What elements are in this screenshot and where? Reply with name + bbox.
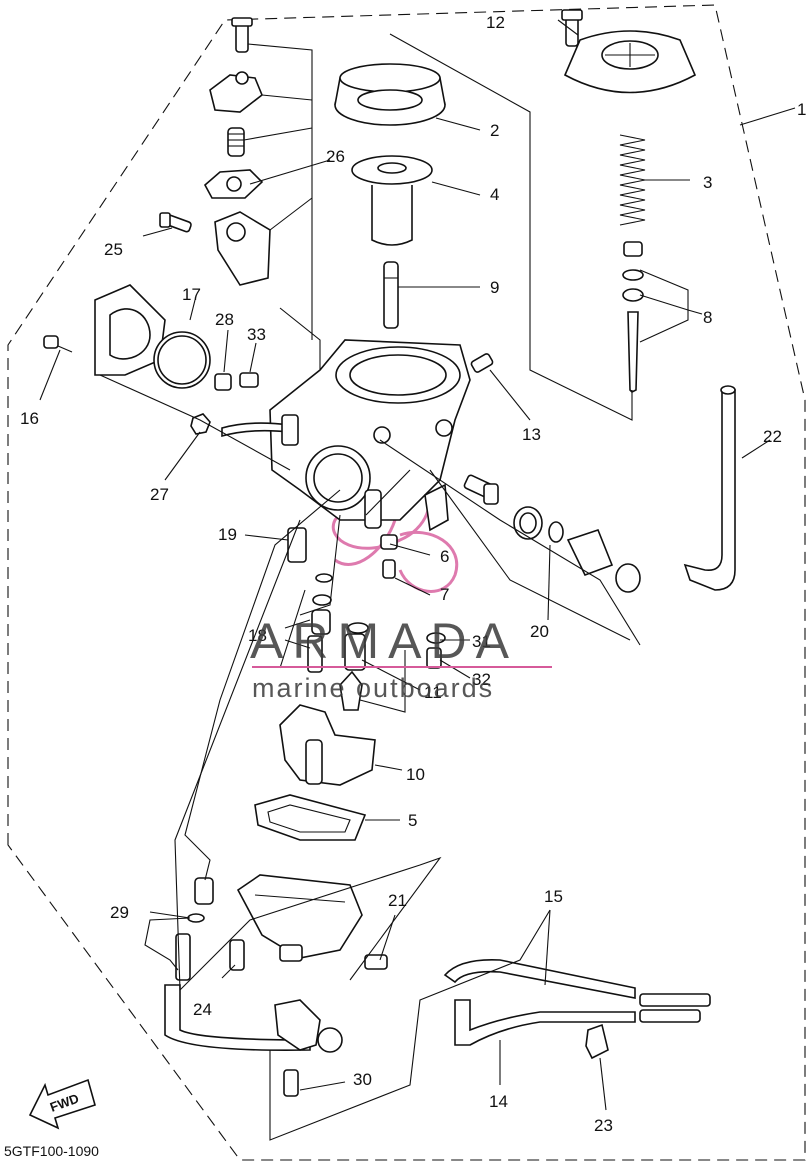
watermark-brand: ARMADA xyxy=(250,613,518,669)
callout-26: 26 xyxy=(326,147,345,166)
callout-9: 9 xyxy=(490,278,499,297)
diaphragm-group xyxy=(334,63,446,329)
callout-33: 33 xyxy=(247,325,266,344)
callout-8: 8 xyxy=(703,308,712,327)
callout-6: 6 xyxy=(440,547,449,566)
throttle-cover-group xyxy=(43,17,271,353)
callout-30: 30 xyxy=(353,1070,372,1089)
float-bowl-group xyxy=(164,874,388,1097)
drain-hoses xyxy=(443,958,711,1060)
carburetor-body xyxy=(221,339,494,532)
callout-25: 25 xyxy=(104,240,123,259)
callout-24: 24 xyxy=(193,1000,212,1019)
top-cap-group xyxy=(561,9,697,393)
callout-31: 31 xyxy=(472,632,491,651)
callout-1: 1 xyxy=(797,100,806,119)
callout-21: 21 xyxy=(388,891,407,910)
callout-22: 22 xyxy=(763,427,782,446)
intake-flange-group xyxy=(94,284,211,389)
callout-16: 16 xyxy=(20,409,39,428)
float-group xyxy=(254,704,376,841)
callout-7: 7 xyxy=(440,585,449,604)
hose-22 xyxy=(683,385,736,591)
callout-5: 5 xyxy=(408,811,417,830)
drawing-code: 5GTF100-1090 xyxy=(4,1143,99,1159)
pilot-screw-parts xyxy=(190,372,259,435)
assembly-boundary xyxy=(7,4,806,1161)
callout-2: 2 xyxy=(490,121,499,140)
fwd-arrow-icon: FWD xyxy=(28,1078,96,1130)
watermark-tagline: marine outboards xyxy=(252,673,494,703)
leader-lines xyxy=(39,19,796,1141)
needle-spring xyxy=(619,134,646,226)
callout-27: 27 xyxy=(150,485,169,504)
callout-17: 17 xyxy=(182,285,201,304)
callout-11: 11 xyxy=(424,683,442,702)
callout-15: 15 xyxy=(544,887,563,906)
armada-watermark: ARMADA marine outboards xyxy=(250,613,552,703)
callout-13: 13 xyxy=(522,425,541,444)
callout-20: 20 xyxy=(530,622,549,641)
callout-32: 32 xyxy=(472,670,491,689)
callout-10: 10 xyxy=(406,765,425,784)
callout-29: 29 xyxy=(110,903,129,922)
callout-14: 14 xyxy=(489,1092,508,1111)
callout-23: 23 xyxy=(594,1116,613,1135)
callout-12: 12 xyxy=(486,13,505,32)
callout-3: 3 xyxy=(703,173,712,192)
idle-screw-group xyxy=(463,474,641,593)
callout-labels: 1 2 3 4 5 6 7 8 9 10 11 12 13 14 15 16 1… xyxy=(20,13,806,1135)
callout-28: 28 xyxy=(215,310,234,329)
callout-19: 19 xyxy=(218,525,237,544)
callout-4: 4 xyxy=(490,185,499,204)
callout-18: 18 xyxy=(248,626,267,645)
